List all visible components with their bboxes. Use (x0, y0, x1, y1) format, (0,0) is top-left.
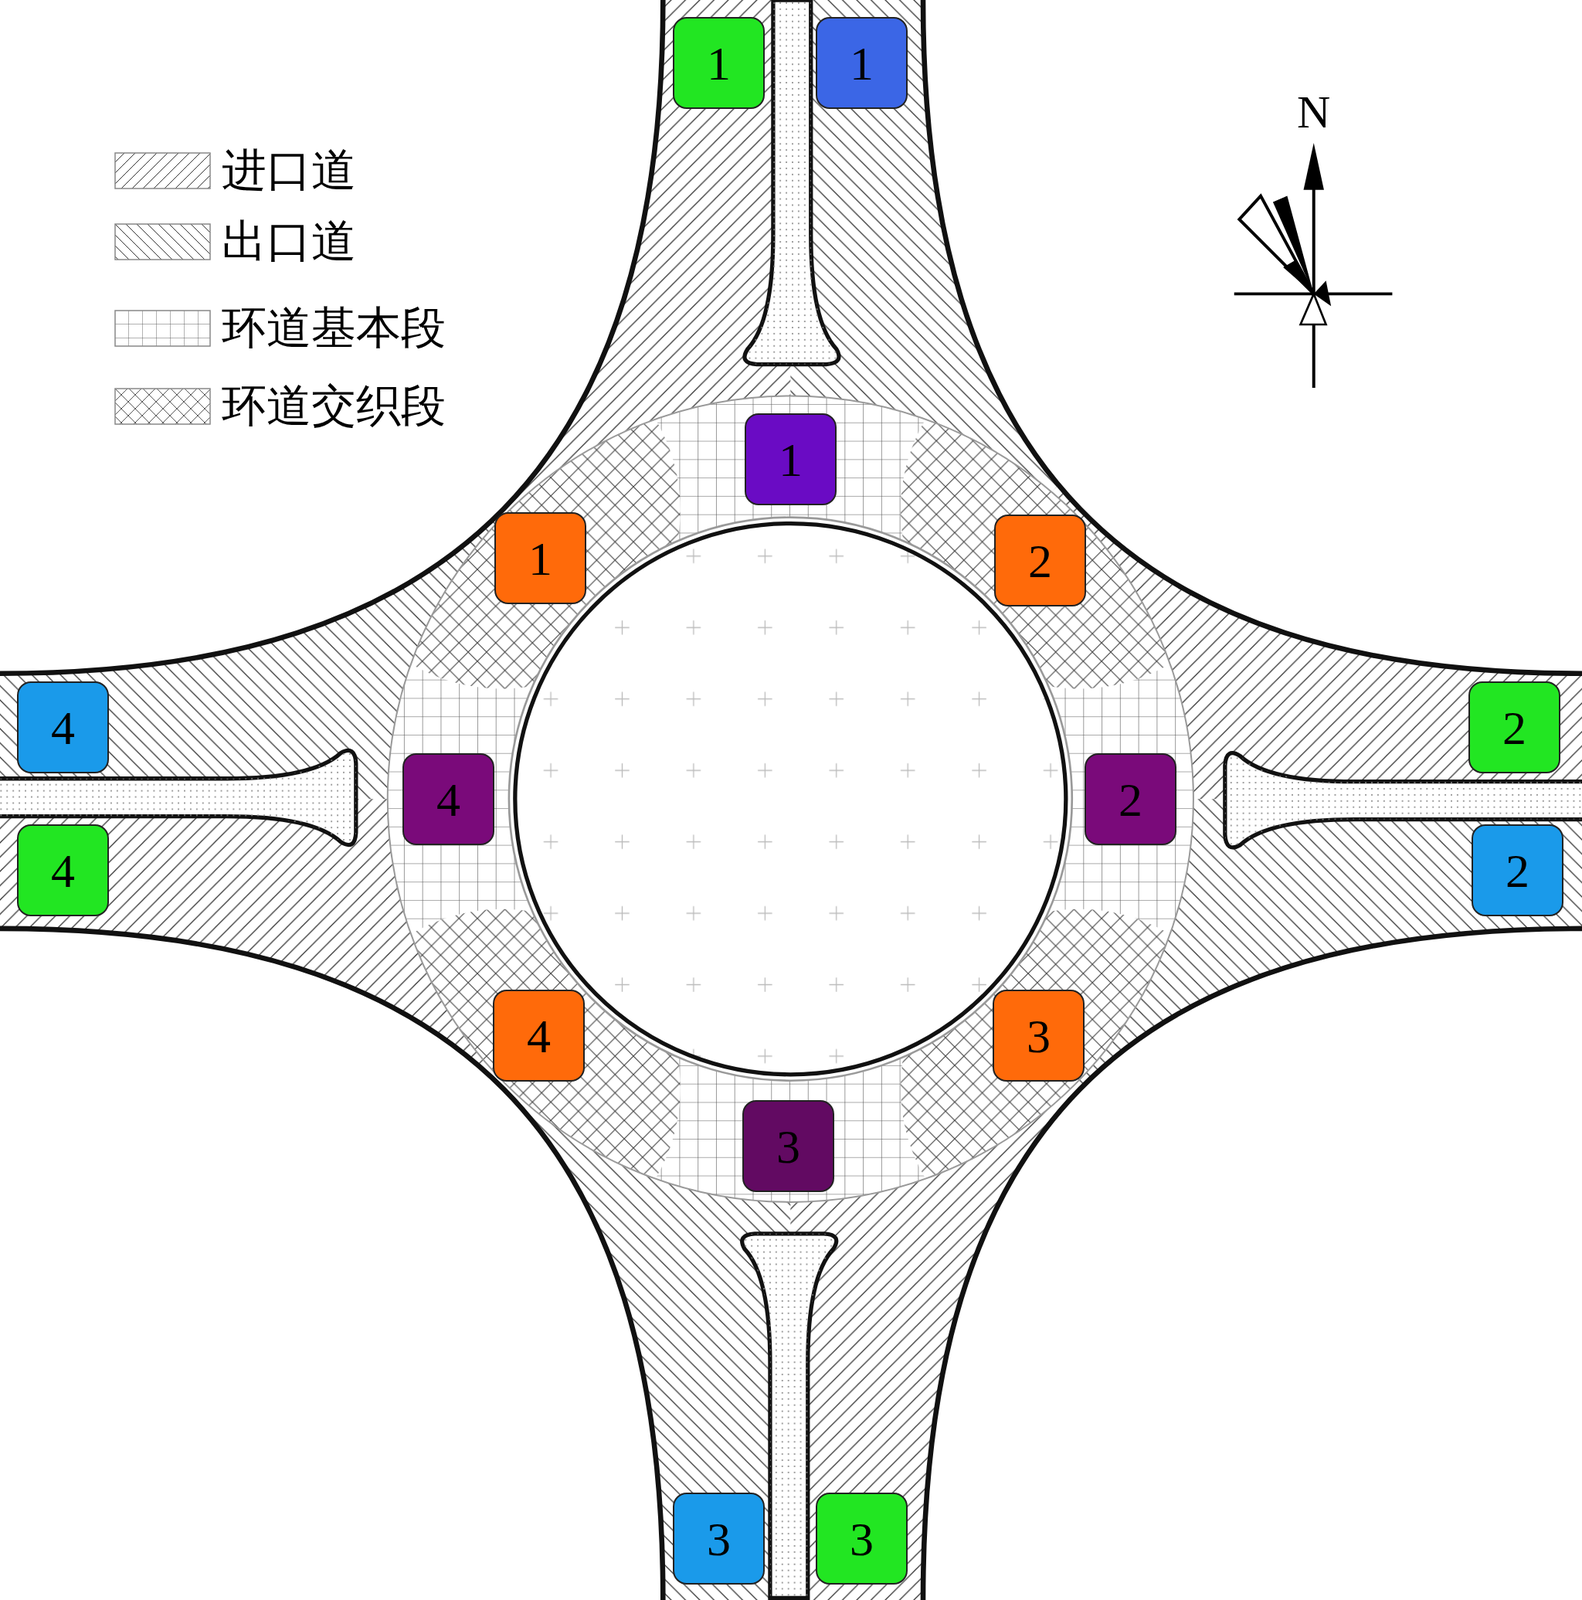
legend-row: 进口道 (114, 145, 357, 196)
number-box: 2 (1468, 681, 1561, 774)
callout-number: 3 (849, 1514, 874, 1563)
number-box: 4 (16, 681, 109, 774)
legend-text: 出口道 (221, 217, 357, 267)
legend-swatch (114, 387, 211, 425)
legend-row: 环道基本段 (114, 303, 446, 354)
callout-number: 1 (706, 39, 731, 88)
legend-swatch (114, 223, 211, 261)
number-box: 2 (1084, 753, 1177, 846)
number-box: 3 (672, 1492, 765, 1585)
number-box: 3 (992, 989, 1085, 1082)
number-box: 3 (742, 1099, 835, 1192)
number-box: 4 (16, 824, 109, 917)
number-box: 2 (994, 514, 1087, 607)
callout-number: 1 (528, 534, 553, 583)
north-label: N (1296, 88, 1331, 136)
number-box: 4 (492, 989, 585, 1082)
callout-number: 2 (1505, 846, 1530, 895)
callout-number: 1 (778, 435, 803, 484)
legend-swatch (114, 152, 211, 190)
callout-number: 2 (1118, 775, 1143, 824)
legend-row: 环道交织段 (114, 381, 446, 432)
callout-number: 4 (50, 703, 75, 752)
legend-text: 进口道 (221, 145, 357, 196)
number-box: 2 (1471, 824, 1564, 917)
number-box: 1 (672, 16, 765, 109)
number-box: 4 (402, 753, 495, 846)
legend-text: 环道交织段 (221, 381, 446, 432)
legend-swatch (114, 309, 211, 347)
callout-number: 4 (526, 1011, 551, 1060)
callout-number: 2 (1028, 536, 1053, 585)
number-box: 1 (815, 16, 908, 109)
number-box: 3 (815, 1492, 908, 1585)
callout-number: 2 (1502, 703, 1527, 752)
number-box: 1 (494, 512, 587, 605)
legend-row: 出口道 (114, 217, 357, 267)
number-box: 1 (744, 413, 837, 506)
callout-number: 1 (849, 39, 874, 88)
legend-text: 环道基本段 (221, 303, 446, 354)
callout-number: 4 (436, 775, 461, 824)
compass (1234, 142, 1393, 388)
callout-number: 4 (50, 846, 75, 895)
callout-number: 3 (1026, 1011, 1051, 1060)
callout-number: 3 (776, 1122, 801, 1171)
callout-number: 3 (706, 1514, 731, 1563)
